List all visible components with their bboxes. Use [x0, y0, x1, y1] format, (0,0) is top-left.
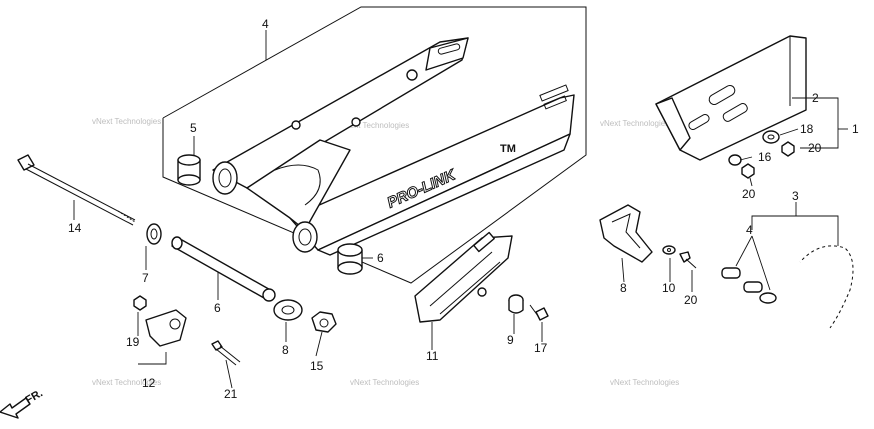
callout-16: 16 [758, 150, 772, 164]
bolt-20-upper [781, 141, 795, 157]
callout-3: 3 [792, 189, 799, 203]
front-direction-arrow: FR. [0, 387, 45, 419]
callout-12: 11 [426, 349, 439, 363]
master-link [721, 267, 777, 304]
callout-4: 4 [746, 223, 753, 237]
watermark-text: vNext Technologies [600, 119, 669, 128]
pivot-nut [311, 311, 337, 333]
watermark-text: vNext Technologies [92, 117, 161, 126]
bushing-lower [337, 243, 363, 275]
callout-15: 15 [310, 359, 324, 373]
callout-18: 17 [534, 341, 548, 355]
callout-9: 8 [620, 281, 627, 295]
callout-20: 20 [808, 141, 822, 155]
callout-5: 4 [262, 17, 269, 31]
callout-22: 21 [224, 387, 238, 401]
front-label: FR. [24, 387, 45, 406]
callout-7: 6 [214, 301, 221, 315]
bolt-22 [211, 340, 241, 366]
callout-14: 14 [68, 221, 82, 235]
leader-lines [73, 30, 848, 389]
spacer-collar [171, 236, 276, 302]
callout-19: 19 [126, 335, 140, 349]
seal-upper [146, 223, 162, 245]
bolt-20-lower [741, 163, 755, 179]
trademark-mark: TM [500, 143, 516, 155]
callout-11: 9 [507, 333, 514, 347]
collar-16 [728, 154, 742, 166]
callout-8: 7 [142, 271, 149, 285]
slider-plate [133, 295, 187, 347]
watermark-text: vNext Technologies [92, 378, 161, 387]
chain-slider [414, 231, 513, 323]
watermark-text: vNext Technologies [610, 378, 679, 387]
collar-11 [508, 294, 524, 314]
washer-10 [662, 245, 676, 255]
drive-chain [798, 244, 855, 329]
callout-21: 20 [684, 293, 698, 307]
watermarks: vNext Technologies vNext Technologies vN… [92, 117, 679, 387]
bolt-18 [529, 304, 549, 321]
bolt-21 [679, 251, 697, 269]
watermark-text: vNext Technologies [350, 378, 419, 387]
callout-1: 1 [852, 122, 859, 136]
callout-20: 20 [742, 187, 756, 201]
callout-2: 2 [812, 91, 819, 105]
chain-guard [655, 35, 807, 161]
chain-guide [599, 204, 653, 263]
callout-labels: 4 5 6 14 7 6 8 15 21 19 12 11 9 17 8 10 … [68, 17, 859, 401]
swingarm-box [162, 6, 587, 284]
seal-lower [273, 299, 303, 321]
callout-17: 18 [800, 122, 814, 136]
callout-6: 6 [377, 251, 384, 265]
callout-8: 8 [282, 343, 289, 357]
grommet-17 [762, 130, 780, 144]
callout-10: 10 [662, 281, 676, 295]
pivot-bolt [17, 154, 136, 226]
callout-13: 12 [142, 376, 156, 390]
bushing-upper [177, 154, 201, 186]
swingarm: PRO-LINK TM [212, 37, 575, 256]
callout-6: 5 [190, 121, 197, 135]
watermark-text: vNext Technologies [340, 121, 409, 130]
